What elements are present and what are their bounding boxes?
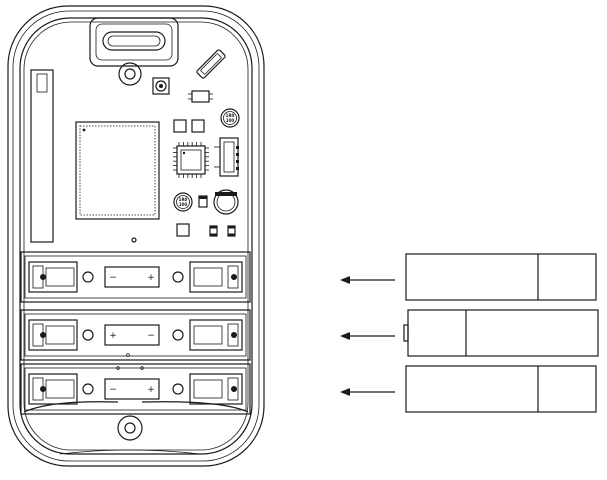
top-mounting-slot (89, 17, 179, 67)
polarity-right: − (147, 331, 155, 341)
bottom-screw-boss (23, 401, 249, 455)
battery-slot: −+ (20, 251, 251, 303)
antenna-tab (36, 73, 48, 93)
battery-slot: −+ (20, 363, 251, 415)
loose-battery (403, 309, 599, 357)
insert-arrow (340, 388, 395, 396)
battery-body (407, 309, 599, 357)
slot-frame-inner (95, 23, 173, 61)
slot-battery-outline (104, 378, 160, 400)
main-module-pads (79, 125, 156, 216)
polarity-right: + (147, 385, 155, 395)
test-pad-2 (191, 119, 205, 133)
crystal-component (196, 49, 226, 79)
slot-hole-right (172, 383, 184, 395)
slot-frame (89, 17, 179, 67)
connector (214, 137, 239, 177)
slot-hole-left (82, 383, 94, 395)
antenna-body (30, 69, 54, 243)
left-terminal-clip (28, 319, 78, 351)
slot-hole-left (82, 271, 94, 283)
right-terminal-clip (189, 261, 243, 293)
polarity-left: + (109, 331, 117, 341)
slot-hole-right (172, 271, 184, 283)
left-terminal-clip (28, 261, 78, 293)
inductor-top-value: 100 (226, 118, 235, 123)
battery-body (405, 253, 597, 301)
polarity-left: − (109, 385, 117, 395)
left-terminal-clip (28, 373, 78, 405)
screw-hole (124, 68, 136, 80)
battery-compartment: −++−−+ (20, 251, 251, 415)
loose-batteries-group (340, 253, 599, 413)
inductor-top-label: 1R0 (226, 113, 235, 118)
pcb-components: 1R0 100 1R0 100 (75, 49, 240, 243)
polarity-right: + (147, 273, 155, 283)
bottom-boss-outer (117, 415, 143, 441)
buzzer (213, 189, 239, 215)
sensor-chip (152, 77, 170, 95)
loose-battery (405, 365, 597, 413)
test-pad-1 (173, 119, 187, 133)
small-ic (191, 90, 210, 103)
microcontroller (173, 142, 209, 178)
antenna-strip (30, 69, 54, 243)
sensor-dot (159, 84, 163, 88)
slot-battery-outline (104, 266, 160, 288)
alignment-dots (116, 353, 144, 370)
loose-battery (405, 253, 597, 301)
bottom-screw-hole (124, 422, 136, 434)
screw-boss-outer (118, 62, 142, 86)
smd-capacitors (209, 225, 236, 237)
sensor-window (155, 80, 167, 92)
battery-slot: +− (20, 309, 251, 361)
insert-arrow (340, 332, 395, 340)
slot-opening-inner (107, 35, 161, 47)
polarity-left: − (109, 273, 117, 283)
slot-opening (102, 31, 166, 51)
battery-body (405, 365, 597, 413)
top-screw-boss (118, 62, 142, 86)
main-module (75, 121, 160, 220)
slot-hole-left (82, 329, 94, 341)
inductor-bottom-label: 1R0 (179, 197, 188, 202)
insert-arrow (340, 276, 395, 284)
inductor-top: 1R0 100 (220, 108, 240, 128)
square-pad (176, 223, 190, 237)
slot-hole-right (172, 329, 184, 341)
inductor-bottom-value: 100 (179, 202, 188, 207)
inductor-bottom: 1R0 100 (173, 192, 193, 212)
housing-outer-lip (12, 10, 260, 462)
module-pin1-marker (82, 128, 86, 132)
battery-positive-nub (403, 324, 409, 342)
via-hole (131, 237, 137, 243)
slot-battery-outline (104, 324, 160, 346)
housing-outer-edge (7, 5, 265, 467)
right-terminal-clip (189, 319, 243, 351)
device-housing (7, 5, 265, 467)
